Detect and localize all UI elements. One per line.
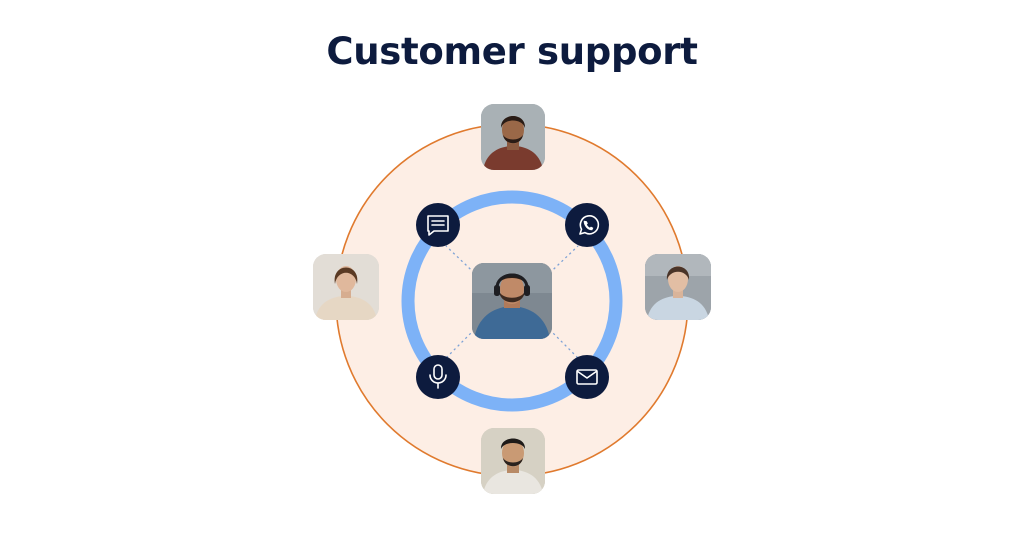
email-channel-badge xyxy=(565,355,609,399)
voice-channel-badge xyxy=(416,355,460,399)
page-title: Customer support xyxy=(326,30,698,73)
connector-voice xyxy=(445,317,487,359)
connector-chat xyxy=(445,245,487,285)
chat-channel-badge xyxy=(416,203,460,247)
customer-top-photo xyxy=(481,104,545,170)
whatsapp-channel-badge xyxy=(565,203,609,247)
chat-bubble-icon xyxy=(427,215,449,236)
inner-channel-ring xyxy=(401,190,623,412)
center-agent-photo xyxy=(472,263,552,339)
customer-bottom-photo xyxy=(481,428,545,494)
customer-left-photo xyxy=(313,254,379,320)
whatsapp-icon xyxy=(579,215,600,235)
customer-right-photo xyxy=(645,254,711,320)
connector-email xyxy=(537,317,579,359)
channel-connectors xyxy=(445,245,579,359)
envelope-icon xyxy=(576,369,598,385)
microphone-icon xyxy=(429,364,447,389)
connector-whatsapp xyxy=(537,245,579,285)
